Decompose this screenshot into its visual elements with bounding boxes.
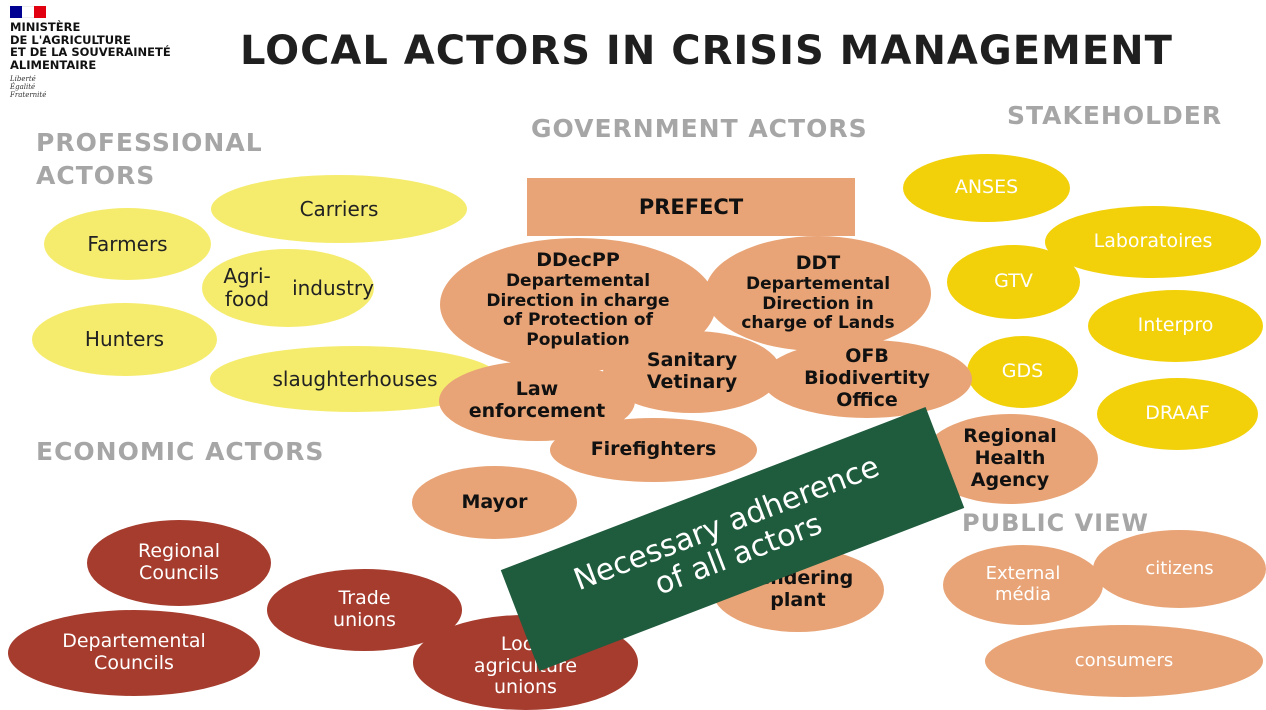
stakeholder-gtv: GTV (947, 245, 1080, 319)
ministry-logo: MINISTÈRE DE L'AGRICULTURE ET DE LA SOUV… (10, 6, 200, 100)
heading-professional-actors: PROFESSIONAL ACTORS (36, 128, 263, 190)
stakeholder-gds: GDS (967, 336, 1078, 408)
slide-title: LOCAL ACTORS IN CRISIS MANAGEMENT (240, 28, 1173, 74)
actor-carriers: Carriers (211, 175, 467, 243)
actor-mayor: Mayor (412, 466, 577, 539)
stakeholder-anses: ANSES (903, 154, 1070, 222)
stakeholder-draaf: DRAAF (1097, 378, 1258, 450)
heading-stakeholder: STAKEHOLDER (1007, 101, 1223, 130)
republic-motto: Liberté Égalité Fraternité (10, 74, 47, 100)
actor-prefect: PREFECT (527, 178, 855, 236)
actor-farmers: Farmers (44, 208, 211, 280)
stakeholder-laboratoires: Laboratoires (1045, 206, 1261, 278)
actor-ddecpp: DDecPP Departemental Direction in charge… (440, 238, 716, 371)
public-citizens: citizens (1093, 530, 1266, 608)
stakeholder-interpro: Interpro (1088, 290, 1263, 362)
actor-hunters: Hunters (32, 303, 217, 376)
actor-firefighters: Firefighters (550, 418, 757, 482)
french-flag-icon (10, 6, 46, 18)
heading-public-view: PUBLIC VIEW (962, 509, 1149, 537)
ministry-name: MINISTÈRE DE L'AGRICULTURE ET DE LA SOUV… (10, 20, 171, 72)
actor-slaughterhouses: slaughterhouses (210, 346, 500, 412)
heading-economic-actors: ECONOMIC ACTORS (36, 437, 325, 466)
heading-government-actors: GOVERNMENT ACTORS (531, 114, 868, 143)
public-consumers: consumers (985, 625, 1263, 697)
actor-ddt: DDT Departemental Direction in charge of… (705, 236, 931, 351)
